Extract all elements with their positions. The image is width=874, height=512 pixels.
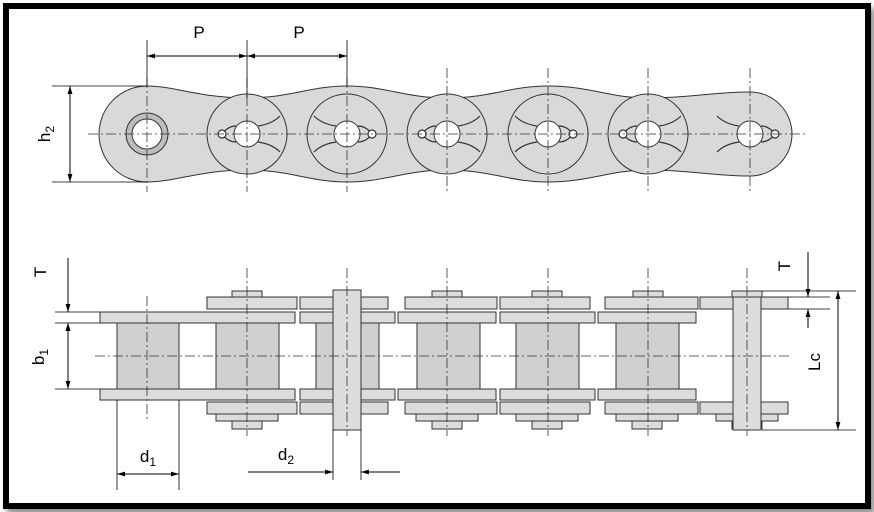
inner-width-label: b1 — [29, 349, 51, 365]
outer-plates-bottom — [206, 401, 789, 415]
plate-thickness-right-label: T — [775, 261, 794, 271]
vertical-centerlines — [146, 268, 748, 436]
pin-diameter-label: d2 — [278, 445, 294, 467]
pin-length-label: Lc — [805, 353, 824, 371]
inner-plates-top — [99, 311, 697, 324]
inner-plates-bottom — [99, 388, 697, 401]
chain-top-view: T b1 T Lc d1 d2 — [29, 252, 856, 490]
vertical-centerlines — [146, 68, 751, 192]
plate-height-label: h2 — [35, 126, 57, 142]
pitch-label: P — [293, 23, 304, 42]
pin-ends-bottom — [215, 413, 779, 430]
roller-diameter-label: d1 — [140, 447, 156, 469]
plate-thickness-left-label: T — [31, 267, 50, 277]
pin-ends-top — [231, 290, 763, 298]
rollers — [116, 322, 680, 390]
pitch-label: P — [193, 23, 204, 42]
outer-plates-top — [206, 296, 789, 310]
chain-side-view: P P h2 — [35, 23, 805, 192]
